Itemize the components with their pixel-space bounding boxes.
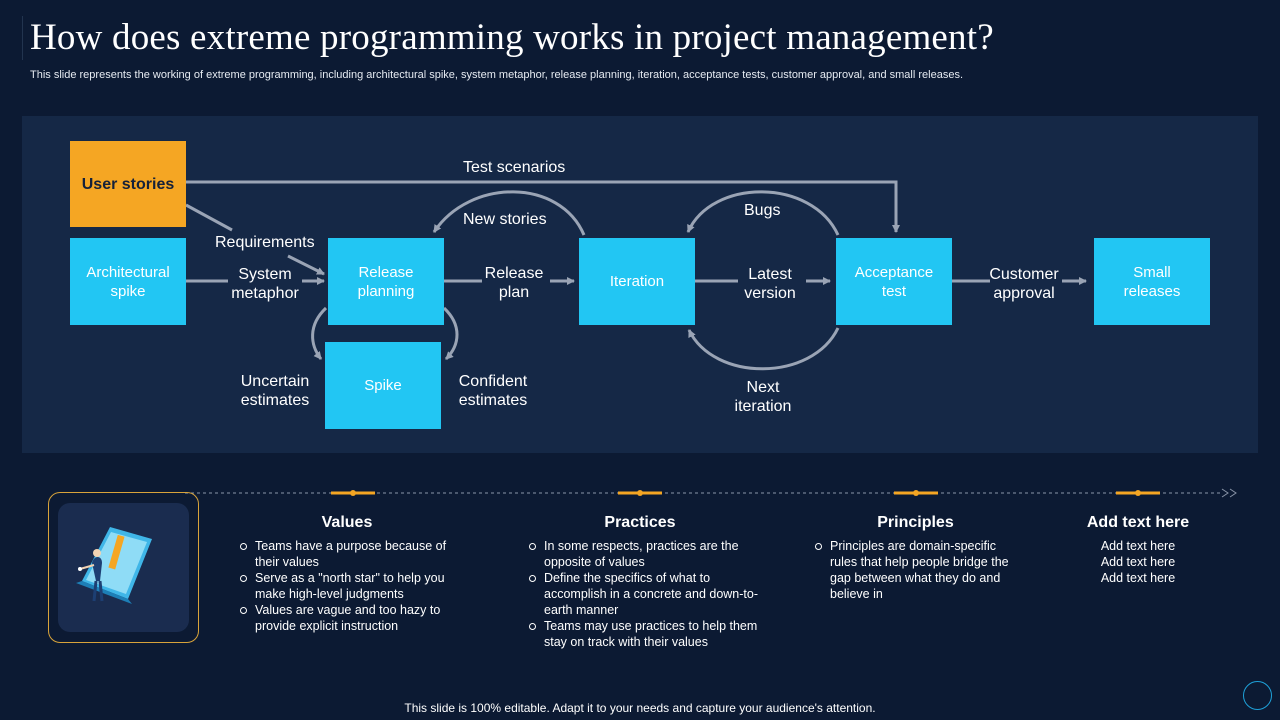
small-releases-box: Small releases: [1094, 238, 1210, 325]
values-bullet: Teams have a purpose because of their va…: [238, 538, 466, 570]
values-bullet: Values are vague and too hazy to provide…: [238, 602, 466, 634]
label-new-stories: New stories: [463, 211, 547, 228]
label-release-plan: Release plan: [484, 265, 544, 301]
label-customer-approval: Customer approval: [989, 266, 1059, 302]
release-planning-box: Release planning: [328, 238, 444, 325]
page-subtitle: This slide represents the working of ext…: [30, 69, 964, 81]
user-stories-box: User stories: [70, 141, 186, 227]
principles-heading: Principles: [877, 514, 954, 531]
values-column: Values Teams have a purpose because of t…: [238, 514, 466, 634]
label-test-scenarios: Test scenarios: [463, 159, 566, 176]
architectural-spike-box: Architectural spike: [70, 238, 186, 325]
add-text-line: Add text here: [1100, 571, 1176, 585]
principles-bullet: Principles are domain-specific rules tha…: [813, 538, 1018, 602]
laptop-developer-icon: [58, 503, 189, 632]
add-text-heading: Add text here: [1086, 514, 1190, 531]
label-latest-version: Latest version: [744, 266, 796, 302]
label-bugs: Bugs: [744, 202, 781, 219]
add-text-column: Add text here Add text here Add text her…: [1068, 514, 1208, 586]
spike-box: Spike: [325, 342, 441, 429]
practices-heading: Practices: [604, 514, 676, 531]
footer-note: This slide is 100% editable. Adapt it to…: [404, 701, 876, 715]
label-uncertain-estimates: Uncertain estimates: [240, 373, 310, 409]
add-text-line: Add text here: [1100, 539, 1176, 553]
practices-bullet: In some respects, practices are the oppo…: [527, 538, 759, 570]
practices-bullet: Teams may use practices to help them sta…: [527, 618, 759, 650]
timeline: [185, 488, 1237, 498]
acceptance-test-box: Acceptance test: [836, 238, 952, 325]
label-confident-estimates: Confident estimates: [458, 373, 528, 409]
practices-bullet: Define the specifics of what to accompli…: [527, 570, 759, 618]
title-accent-line: [22, 16, 23, 60]
values-bullet: Serve as a "north star" to help you make…: [238, 570, 466, 602]
corner-circle-icon: [1243, 681, 1272, 710]
page-title: How does extreme programming works in pr…: [30, 17, 994, 58]
icon-card: [48, 492, 199, 643]
practices-column: Practices In some respects, practices ar…: [527, 514, 759, 650]
label-requirements: Requirements: [215, 234, 315, 251]
principles-column: Principles Principles are domain-specifi…: [813, 514, 1018, 602]
label-system-metaphor: System metaphor: [231, 266, 299, 302]
values-heading: Values: [321, 514, 373, 531]
label-next-iteration: Next iteration: [734, 379, 792, 415]
add-text-line: Add text here: [1100, 555, 1176, 569]
iteration-box: Iteration: [579, 238, 695, 325]
